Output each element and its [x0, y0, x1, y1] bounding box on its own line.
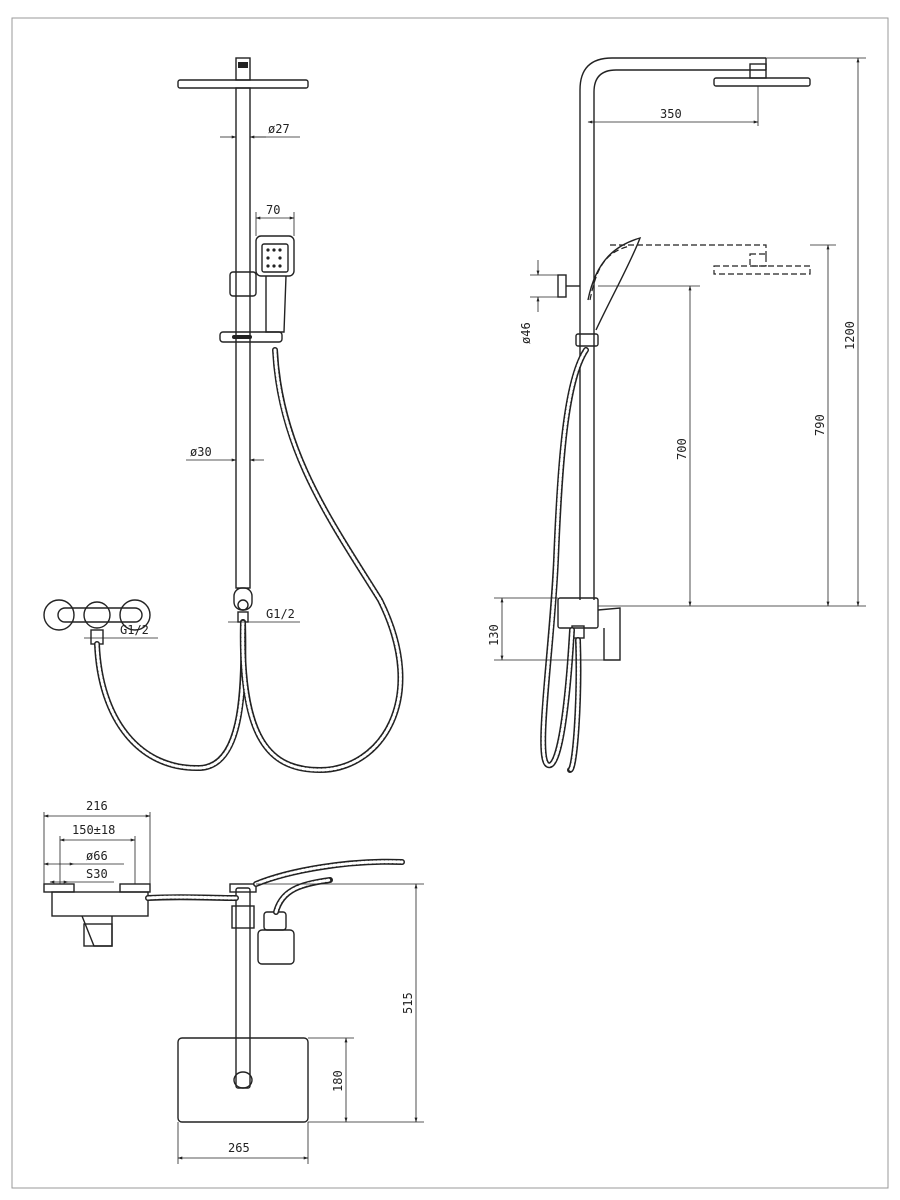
- dim-inlet-spacing: 150±18: [59, 823, 136, 884]
- dim-outlet-thread-column: G1/2: [228, 607, 300, 623]
- dim-mixer-height: 130: [487, 597, 604, 661]
- dim-pipe-dia-top: ø27: [220, 122, 300, 139]
- dim-label-inlet-spacing: 150±18: [72, 823, 115, 837]
- side-view: 350 ø46 700 790 1200: [487, 57, 866, 773]
- dim-height-holder: 700: [598, 285, 700, 607]
- dim-label-arm-reach: 350: [660, 107, 682, 121]
- dim-label-pipe-dia-main: ø30: [190, 445, 212, 459]
- dim-mixer-width: 216: [43, 799, 151, 884]
- dim-label-height-total: 1200: [843, 321, 857, 350]
- side-overhead-head: [713, 77, 811, 87]
- dim-nut-size: S30: [49, 867, 114, 884]
- hand-shower: [255, 235, 295, 277]
- dim-arm-reach: 350: [587, 86, 759, 126]
- dim-height-arm-low: 790: [810, 244, 836, 607]
- dim-label-outlet-thread-mixer: G1/2: [120, 623, 149, 637]
- front-view: ø27 70 ø30 G1/2 G1/2: [43, 57, 404, 774]
- dim-depth-total: 515: [256, 883, 424, 1123]
- dim-label-depth-total: 515: [401, 992, 415, 1014]
- dim-label-head-width: 265: [228, 1141, 250, 1155]
- mixer-valve-front: [43, 599, 151, 645]
- slider-bar: [219, 331, 283, 343]
- dim-label-handshower-width: 70: [266, 203, 280, 217]
- dim-outlet-thread-mixer: G1/2: [84, 623, 158, 639]
- dim-pipe-dia-main: ø30: [186, 445, 264, 462]
- hose-right: [239, 347, 404, 774]
- dim-knob-dia: ø46: [519, 260, 558, 344]
- dim-handshower-width: 70: [255, 203, 295, 236]
- dim-escutcheon-dia: ø66: [43, 849, 124, 866]
- dim-label-mixer-width: 216: [86, 799, 108, 813]
- handshower-holder: [229, 271, 257, 297]
- dim-label-height-holder: 700: [675, 438, 689, 460]
- drawing-frame: [11, 17, 889, 1189]
- side-mixer: [557, 597, 599, 629]
- top-mixer: [43, 883, 151, 947]
- top-view: 216 150±18 ø66 S30 515: [43, 799, 424, 1164]
- hose-left: [94, 619, 247, 772]
- dim-height-total: 1200: [766, 57, 866, 607]
- dim-label-height-arm-low: 790: [813, 414, 827, 436]
- dim-label-head-depth: 180: [331, 1070, 345, 1092]
- dim-label-mixer-height: 130: [487, 624, 501, 646]
- dim-label-escutcheon-dia: ø66: [86, 849, 108, 863]
- dim-label-knob-dia: ø46: [519, 322, 533, 344]
- dim-label-pipe-dia-top: ø27: [268, 122, 290, 136]
- top-overhead-head: [177, 1037, 309, 1123]
- dim-label-nut-size: S30: [86, 867, 108, 881]
- side-column: [579, 57, 766, 600]
- dim-head-depth: 180: [308, 1037, 354, 1123]
- dim-head-width: 265: [177, 1122, 309, 1164]
- dim-label-outlet-thread-column: G1/2: [266, 607, 295, 621]
- overhead-shower-head: [177, 79, 309, 89]
